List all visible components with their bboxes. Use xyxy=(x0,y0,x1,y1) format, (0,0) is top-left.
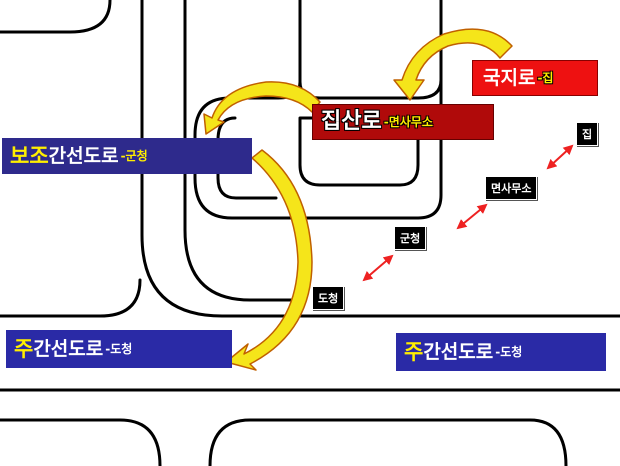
road-edge-left xyxy=(140,0,302,318)
link-arrow-3 xyxy=(362,254,394,282)
tag-house: 집 xyxy=(576,122,599,146)
major-arterial-right-prefix: 주 xyxy=(404,339,424,364)
block-right-outer xyxy=(286,78,443,220)
major-arterial-left-suffix: -도청 xyxy=(105,342,133,356)
collector-road-suffix: -면사무소 xyxy=(383,115,433,129)
collector-road-name: 집산로 xyxy=(321,109,382,134)
road-edge-left-bottom xyxy=(0,278,142,318)
local-road-label: 국지로 -집 xyxy=(472,60,598,96)
minor-arterial-name: 간선도로 xyxy=(48,144,119,167)
collector-road-label: 집산로 -면사무소 xyxy=(312,104,494,140)
block-inner xyxy=(216,116,278,200)
curved-arrow-local-to-collector xyxy=(393,28,513,101)
major-arterial-label-left: 주 간선도로 -도청 xyxy=(6,330,232,368)
link-arrow-2 xyxy=(456,203,488,230)
tag-provincial-office: 도청 xyxy=(312,286,345,310)
major-arterial-label-right: 주 간선도로 -도청 xyxy=(396,333,606,371)
minor-arterial-label: 보조 간선도로 -군청 xyxy=(2,138,252,174)
road-edge-bottom-middle xyxy=(208,418,568,466)
curved-arrow-collector-to-minor xyxy=(203,81,321,135)
major-arterial-right-name: 간선도로 xyxy=(423,340,494,363)
major-arterial-left-prefix: 주 xyxy=(14,336,34,361)
local-road-name: 국지로 xyxy=(483,66,536,89)
curved-arrow-minor-to-major xyxy=(225,149,313,371)
minor-arterial-suffix: -군청 xyxy=(120,149,148,163)
road-edge-bottom-left xyxy=(0,418,162,466)
minor-arterial-prefix: 보조 xyxy=(10,143,49,168)
link-arrow-1 xyxy=(546,144,574,170)
middle-block xyxy=(298,108,420,187)
major-arterial-right-suffix: -도청 xyxy=(495,345,523,359)
tag-township-office: 면사무소 xyxy=(485,176,538,200)
tag-county-office: 군청 xyxy=(394,226,427,250)
major-arterial-left-name: 간선도로 xyxy=(33,337,104,360)
local-road-suffix: -집 xyxy=(537,71,554,85)
road-edge-upper-left xyxy=(0,0,112,34)
road-edge-inner-left xyxy=(183,0,302,302)
block-outer xyxy=(193,96,290,220)
